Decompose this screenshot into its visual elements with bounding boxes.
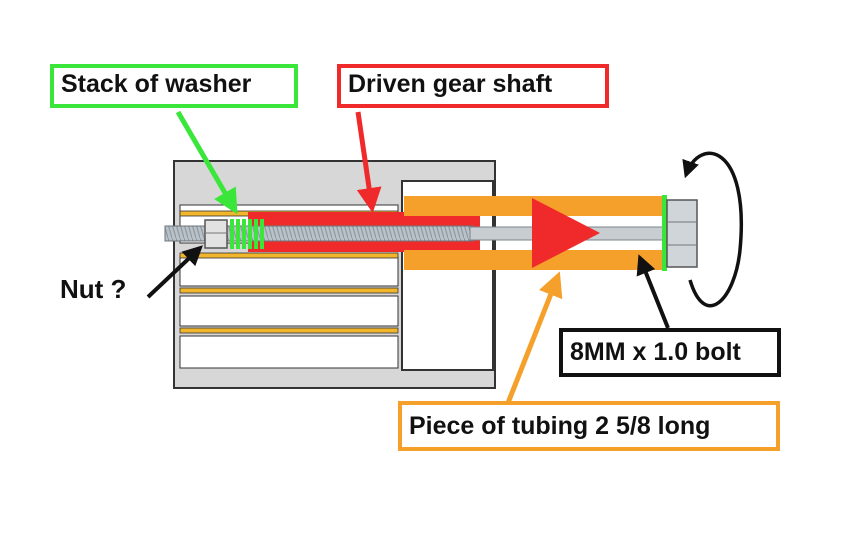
tubing-callout-arrow [505,271,563,404]
bolt-head-washer [662,195,667,271]
bolt-callout-arrow [636,254,670,329]
nut-callout-arrow [146,245,203,299]
nut-shape [204,219,228,249]
driven-gear-shaft-label: Driven gear shaft [337,64,609,108]
gearbox-housing [173,160,496,389]
push-direction-arrow [532,198,600,268]
washer-callout-arrow [175,110,238,215]
stack-of-washer-label: Stack of washer [50,64,298,108]
rotation-arrow [682,151,743,308]
nut-label: Nut ? [60,274,127,304]
bolt-label: 8MM x 1.0 bolt [559,328,781,377]
tubing-label: Piece of tubing 2 5/8 long [398,401,780,451]
bolt-head [666,199,698,268]
washer-stack [230,219,264,249]
shaft-callout-arrow [355,111,382,213]
